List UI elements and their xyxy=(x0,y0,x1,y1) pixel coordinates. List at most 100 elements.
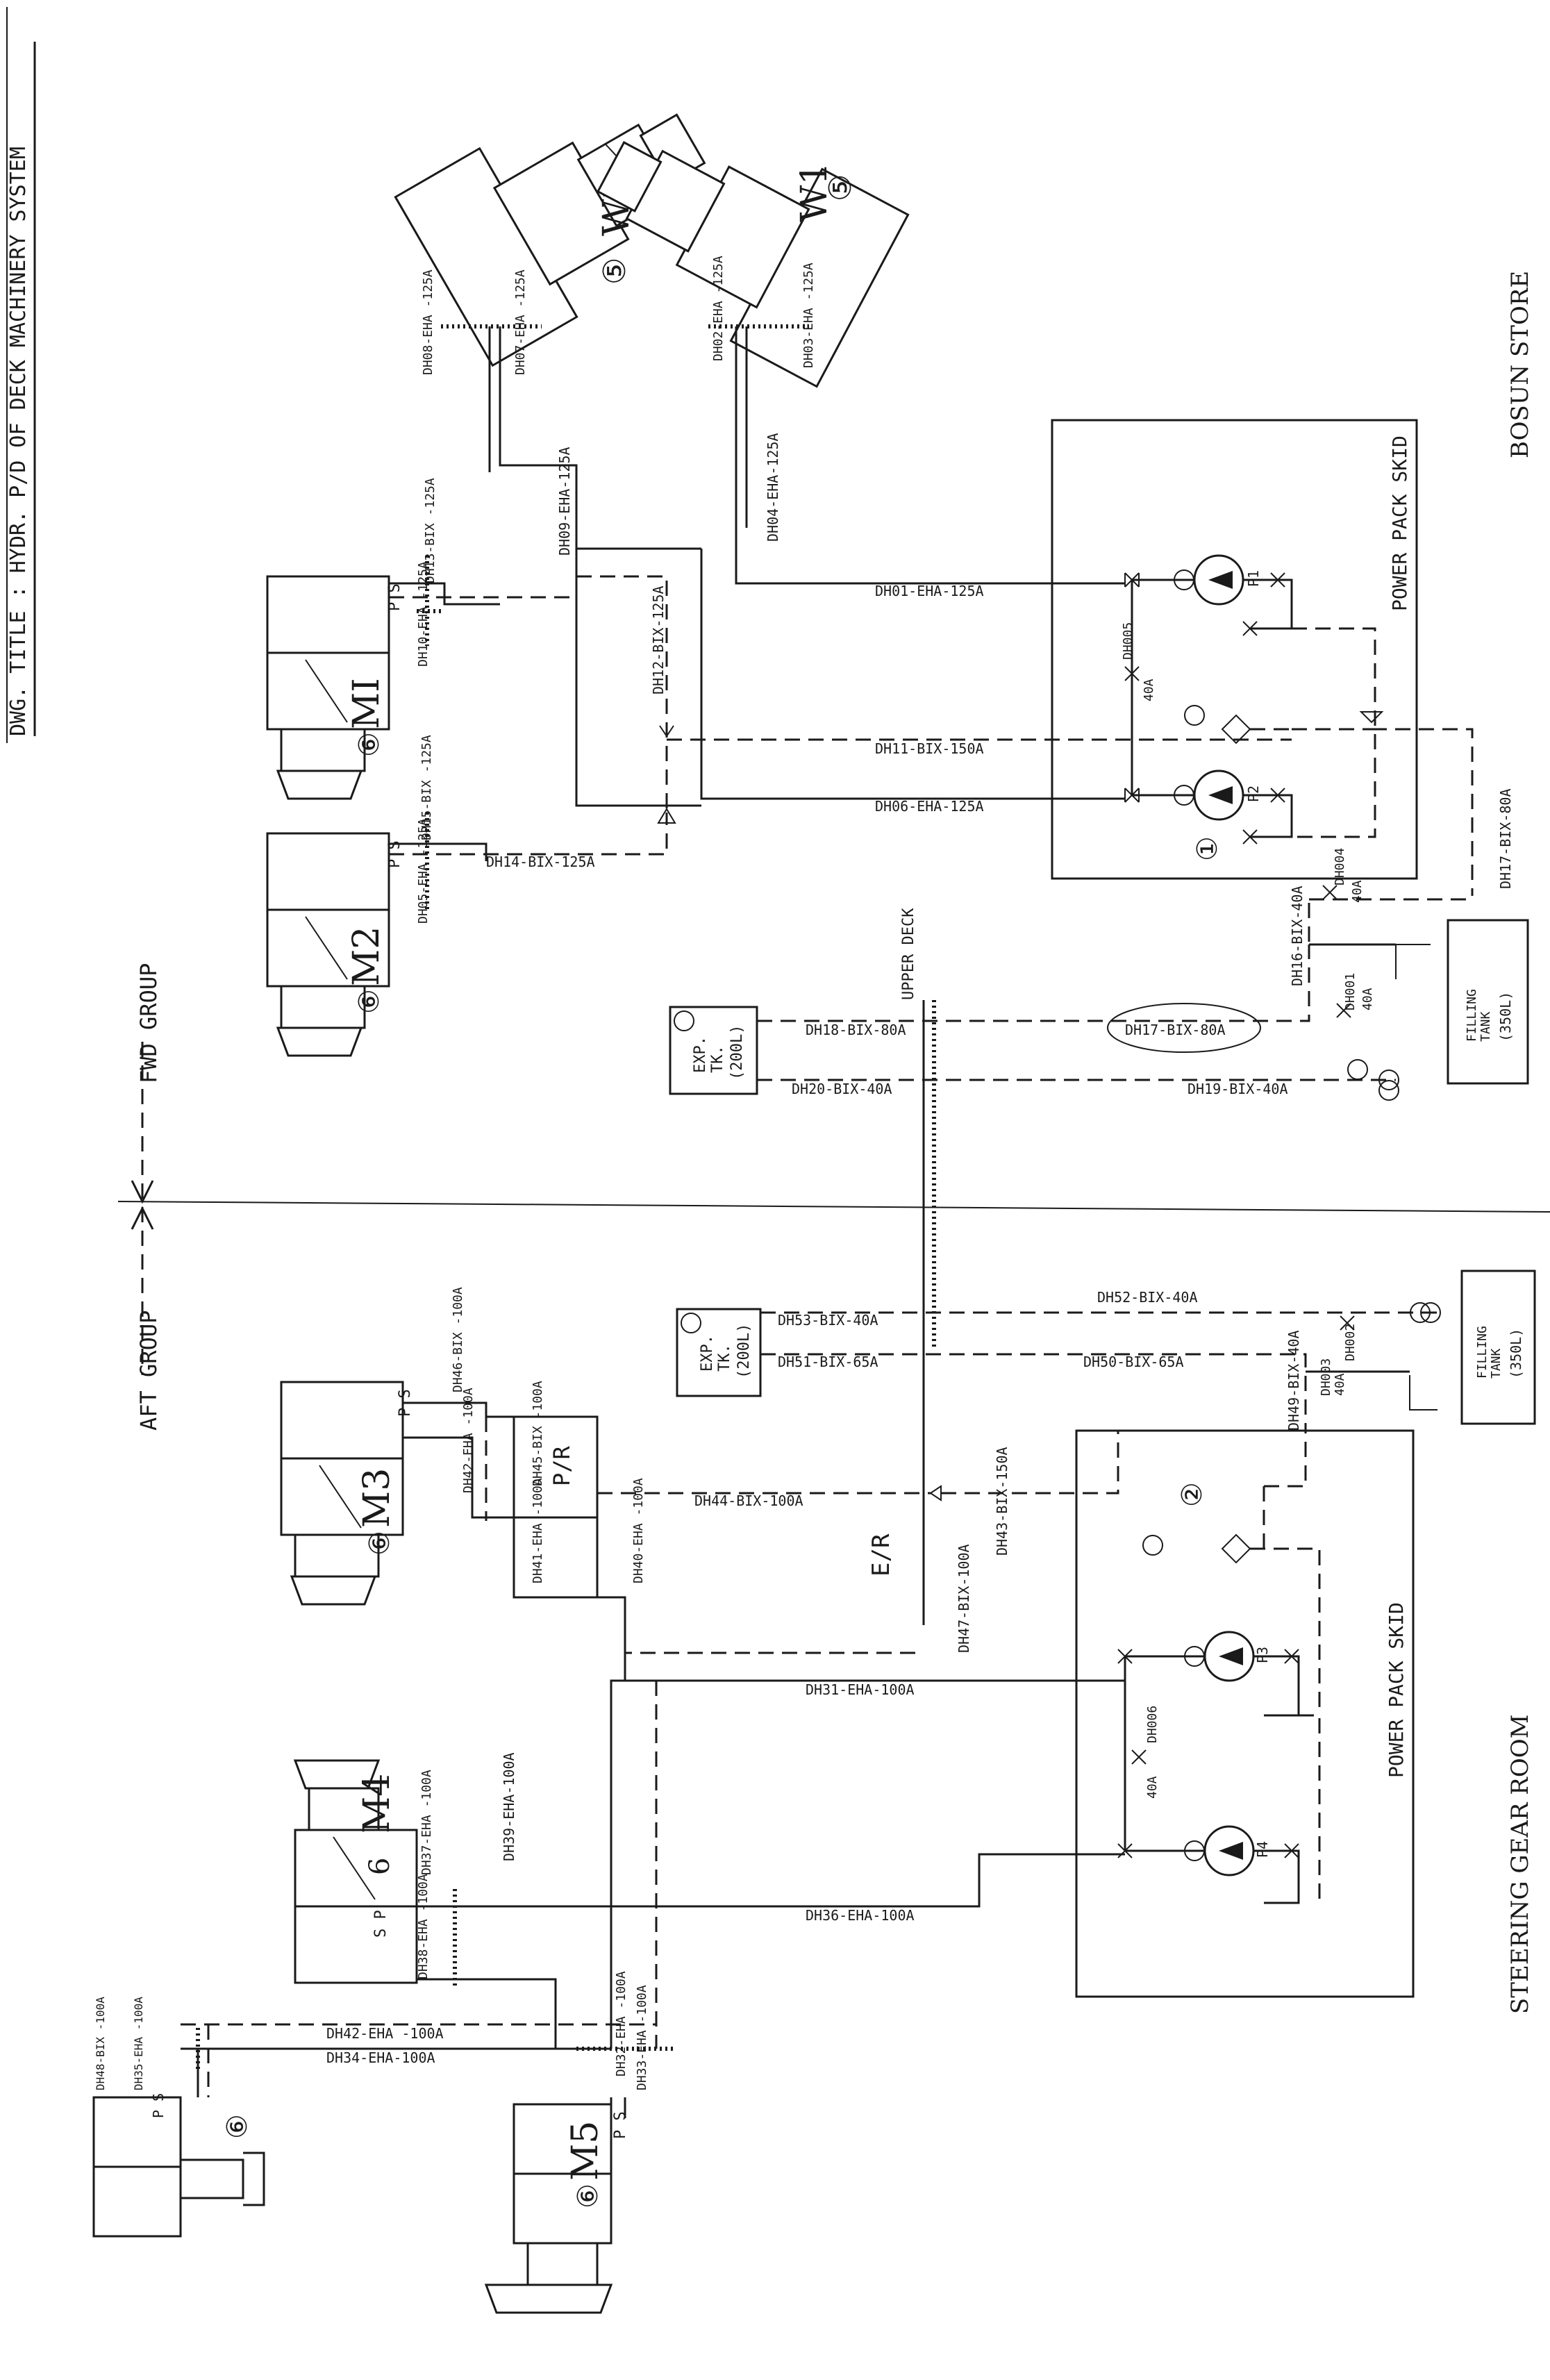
pipe-dh42: DH42-EHA -100A xyxy=(461,1388,476,1493)
pipe-dh06: DH06-EHA-125A xyxy=(875,798,984,815)
pipe-dh01: DH01-EHA-125A xyxy=(875,583,984,599)
pipe-dh47: DH47-BIX-100A xyxy=(956,1544,972,1653)
aft-power-pack-skid: POWER PACK SKID ② P3 P4 DH006 40A xyxy=(1075,1429,1415,1998)
pipe-dh08: DH08-EHA -125A xyxy=(421,269,435,375)
pipe-dh44: DH44-BIX-100A xyxy=(694,1492,803,1509)
m5-ports: P S xyxy=(612,2111,629,2139)
pipe-dh40: DH40-EHA -100A xyxy=(631,1478,646,1583)
pipe-dh39: DH39-EHA-100A xyxy=(501,1752,517,1861)
m3-callout: ⑥ xyxy=(364,1531,396,1556)
pipe-labels-fwd: DH08-EHA -125A DH07-EHA -125A DH02-EHA -… xyxy=(416,256,1514,1097)
svg-text:EXP.: EXP. xyxy=(699,1335,716,1372)
mooring-winch-m3: P S M3 ⑥ xyxy=(280,1381,414,1606)
pipe-dh36: DH36-EHA-100A xyxy=(806,1907,915,1924)
svg-text:(350L): (350L) xyxy=(1497,992,1514,1042)
bosun-store-label: BOSUN STORE xyxy=(1506,271,1534,458)
pipe-dh18: DH18-BIX-80A xyxy=(806,1022,906,1038)
m2-label: M2 xyxy=(346,926,388,986)
dh004-label: DH004 xyxy=(1333,848,1347,885)
pipe-dh16: DH16-BIX-40A xyxy=(1289,886,1306,987)
dh002-label: DH002 xyxy=(1343,1324,1358,1361)
pipe-dh17b: DH17-BIX-80A xyxy=(1125,1022,1226,1038)
mooring-winch-m2: P S M2 ⑥ xyxy=(266,832,403,1057)
title-block: DWG. TITLE : HYDR. P/D OF DECK MACHINERY… xyxy=(6,7,36,743)
pipe-labels-aft: DH46-BIX -100A DH42-EHA -100A DH45-BIX -… xyxy=(94,1287,1302,2090)
fwd-skid-callout: ① xyxy=(1192,836,1224,861)
pipe-dh41: DH41-EHA -100A xyxy=(531,1478,545,1583)
pipe-dh37: DH37-EHA -100A xyxy=(419,1770,434,1875)
p2-label: P2 xyxy=(1245,785,1262,802)
svg-text:TANK: TANK xyxy=(1478,1011,1493,1042)
drawing-title: DWG. TITLE : HYDR. P/D OF DECK MACHINERY… xyxy=(6,147,31,736)
m1-callout: ⑥ xyxy=(353,732,385,757)
pipe-dh53: DH53-BIX-40A xyxy=(778,1312,878,1329)
mooring-winch-m6: P S ⑥ xyxy=(92,2093,265,2238)
pipe-dh50: DH50-BIX-65A xyxy=(1083,1354,1184,1370)
w2-callout: ⑤ xyxy=(597,258,633,285)
svg-text:FILLING: FILLING xyxy=(1465,989,1479,1042)
fwd-group-label: FWD GROUP xyxy=(135,963,162,1083)
exp-tank-fwd: EXP. TK. (200L) xyxy=(669,1006,758,1095)
pipe-dh02: DH02-EHA -125A xyxy=(711,256,726,361)
pipe-dh48: DH48-BIX -100A xyxy=(94,1997,107,2090)
dh001-size: 40A xyxy=(1360,988,1375,1010)
dh003-label: DH003 xyxy=(1319,1358,1333,1396)
pipe-dh11: DH11-BIX-150A xyxy=(875,740,984,757)
m1-label: MI xyxy=(346,678,388,729)
svg-text:(350L): (350L) xyxy=(1508,1329,1524,1379)
pipe-dh13: DH13-BIX -125A xyxy=(423,478,438,583)
svg-text:EXP.: EXP. xyxy=(692,1036,709,1073)
dh006-size: 40A xyxy=(1145,1776,1160,1799)
pipe-dh04: DH04-EHA-125A xyxy=(765,433,781,542)
pipe-dh32: DH32-EHA -100A xyxy=(614,1971,628,2077)
pipe-dh07: DH07-EHA -125A xyxy=(513,269,528,375)
m6-ports: P S xyxy=(150,2093,167,2118)
group-separator: FWD GROUP AFT GROUP xyxy=(117,963,1550,1431)
svg-text:(200L): (200L) xyxy=(735,1324,753,1379)
mooring-winch-m1: P S MI ⑥ xyxy=(266,575,403,800)
m5-callout: ⑥ xyxy=(572,2183,604,2208)
pipe-dh33: DH33-EHA -100A xyxy=(635,1985,649,2090)
w1-callout: ⑤ xyxy=(823,174,858,201)
dh006-label: DH006 xyxy=(1145,1706,1160,1743)
pipe-dh10: DH10-EHA -125A xyxy=(416,561,431,667)
m5-label: M5 xyxy=(565,2121,606,2181)
svg-text:TANK: TANK xyxy=(1489,1348,1503,1379)
pipe-dh38: DH38-EHA -100A xyxy=(416,1874,431,1979)
fwd-power-pack-skid: POWER PACK SKID ① P1 P2 xyxy=(1051,419,1474,896)
pipe-dh52: DH52-BIX-40A xyxy=(1097,1289,1198,1306)
er-label: E/R xyxy=(867,1533,895,1576)
exp-tank-aft: EXP. TK. (200L) xyxy=(676,1308,762,1397)
pipe-dh19: DH19-BIX-40A xyxy=(1188,1081,1288,1097)
pipe-dh45: DH45-BIX -100A xyxy=(531,1381,545,1486)
fwd-skid-label: POWER PACK SKID xyxy=(1388,435,1411,611)
p1-label: P1 xyxy=(1245,570,1262,587)
m6-callout: ⑥ xyxy=(222,2114,253,2139)
pipe-dh51: DH51-BIX-65A xyxy=(778,1354,878,1370)
deck-penetrations xyxy=(196,324,809,2070)
steering-gear-room-label: STEERING GEAR ROOM xyxy=(1506,1715,1534,2014)
aft-piping: DH002 DH003 40A xyxy=(181,1302,1441,2118)
pipe-dh35: DH35-EHA -100A xyxy=(132,1997,145,2090)
upper-deck: UPPER DECK E/R xyxy=(867,908,936,1625)
pipe-dh14: DH14-BIX-125A xyxy=(486,854,595,870)
pipe-dh49: DH49-BIX-40A xyxy=(1285,1331,1302,1431)
pipe-dh05: DH05-EHA -125A xyxy=(416,818,431,924)
dh005-label: DH005 xyxy=(1121,622,1135,660)
pipe-dh20: DH20-BIX-40A xyxy=(792,1081,892,1097)
pipe-dh34: DH34-EHA-100A xyxy=(326,2049,435,2066)
m4-callout: 6 xyxy=(364,1858,396,1875)
dh005-size: 40A xyxy=(1142,679,1156,701)
pipe-dh12: DH12-BIX-125A xyxy=(650,585,667,694)
aft-skid-callout: ② xyxy=(1176,1482,1208,1507)
aft-group-label: AFT GROUP xyxy=(135,1310,162,1431)
dh003-size: 40A xyxy=(1333,1373,1347,1396)
dh001-label: DH001 xyxy=(1343,973,1358,1010)
p4-label: P4 xyxy=(1254,1841,1271,1858)
w1-label: W1 xyxy=(794,162,835,222)
upper-deck-label: UPPER DECK xyxy=(900,908,917,1000)
mooring-winch-m5: P S M5 ⑥ xyxy=(484,2103,629,2314)
pr-er-boxes: P/R xyxy=(512,1415,599,1599)
svg-text:FILLING: FILLING xyxy=(1475,1326,1490,1379)
